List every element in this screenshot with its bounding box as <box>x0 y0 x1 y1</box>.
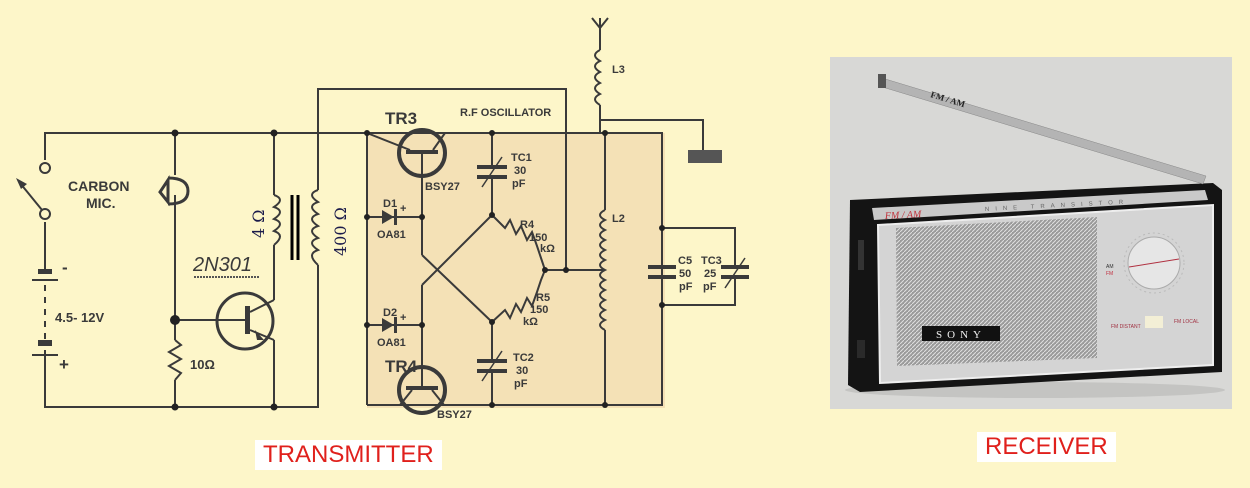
switch-icon <box>16 162 51 220</box>
diode-d2-icon <box>382 317 397 333</box>
label-battery-voltage: 4.5- 12V <box>55 310 104 325</box>
battery-icon <box>32 269 58 356</box>
label-l2: L2 <box>612 213 625 225</box>
transformer-icon <box>271 189 321 266</box>
microphone-icon <box>158 175 190 207</box>
label-r4-value: 150 <box>529 232 547 244</box>
label-mic: MIC. <box>86 195 116 211</box>
label-carbon: CARBON <box>68 178 129 194</box>
label-tc2-unit: pF <box>514 378 528 390</box>
inductor-l3-icon <box>594 49 603 106</box>
radio-fm-distant: FM DISTANT <box>1111 324 1141 330</box>
label-oa81-d2: OA81 <box>377 337 406 349</box>
capacitor-tc1-icon <box>477 156 507 188</box>
label-d1: D1 <box>383 198 397 210</box>
label-rf-oscillator: R.F OSCILLATOR <box>460 107 551 119</box>
junction-dots <box>170 129 665 411</box>
label-d2: D2 <box>383 307 397 319</box>
label-r4: R4 <box>520 219 535 231</box>
label-c5-value: 50 <box>679 268 691 280</box>
capacitor-c5-icon <box>648 265 676 305</box>
radio-brand-plate <box>922 326 1000 341</box>
ground-icon <box>688 150 722 163</box>
transistor-2n301-icon <box>215 291 275 351</box>
transistor-tr4-icon <box>397 365 447 415</box>
radio-band-label: FM / AM <box>884 209 923 222</box>
transmitter-caption: TRANSMITTER <box>255 440 442 470</box>
transistor-tr3-icon <box>366 128 447 178</box>
label-r5-value: 150 <box>530 304 548 316</box>
label-tr3: TR3 <box>385 109 417 128</box>
radio-band-fm: FM <box>1106 271 1113 277</box>
label-tc1-unit: pF <box>512 178 526 190</box>
radio-fm-switch[interactable] <box>1145 316 1163 328</box>
label-2n301: 2N301 <box>192 254 252 276</box>
label-tc1-value: 30 <box>514 165 526 177</box>
label-r5: R5 <box>536 292 550 304</box>
receiver-photo: FM / AM NINE TRANSISTOR SONY AM FM FM DI… <box>830 57 1232 409</box>
radio-fm-local: FM LOCAL <box>1174 319 1199 325</box>
label-oa81-d1: OA81 <box>377 229 406 241</box>
capacitor-tc2-icon <box>477 350 507 382</box>
label-c5-unit: pF <box>679 281 693 293</box>
radio-band-am: AM <box>1106 264 1114 270</box>
capacitor-tc3-icon <box>721 257 749 289</box>
label-d2-plus: + <box>400 312 406 324</box>
label-d1-plus: + <box>400 203 406 215</box>
radio-brand: SONY <box>936 329 986 341</box>
label-tc3: TC3 <box>701 255 722 267</box>
label-primary-4-ohm: 4 Ω <box>249 209 268 238</box>
label-tc1: TC1 <box>511 152 532 164</box>
inductor-l2-icon <box>599 209 608 331</box>
rf-oscillator-area <box>367 133 665 408</box>
resistor-icon <box>167 339 183 381</box>
label-tc2: TC2 <box>513 352 534 364</box>
label-tc3-value: 25 <box>704 268 716 280</box>
label-bsy27-tr3: BSY27 <box>425 181 460 193</box>
label-l3: L3 <box>612 64 625 76</box>
label-secondary-400-ohm: 400 Ω <box>331 207 350 256</box>
label-tr4: TR4 <box>385 357 418 376</box>
radio-speaker-grille <box>896 217 1097 366</box>
label-r5-unit: kΩ <box>523 316 538 328</box>
label-battery-plus: + <box>59 355 69 374</box>
label-tc3-unit: pF <box>703 281 717 293</box>
label-r4-unit: kΩ <box>540 243 555 255</box>
label-c5: C5 <box>678 255 692 267</box>
diode-d1-icon <box>382 209 397 225</box>
label-resistor-10: 10Ω <box>190 357 215 372</box>
wires <box>44 17 736 408</box>
label-tc2-value: 30 <box>516 365 528 377</box>
label-battery-minus: - <box>62 258 68 277</box>
label-bsy27-tr4: BSY27 <box>437 409 472 421</box>
receiver-caption: RECEIVER <box>977 432 1116 462</box>
